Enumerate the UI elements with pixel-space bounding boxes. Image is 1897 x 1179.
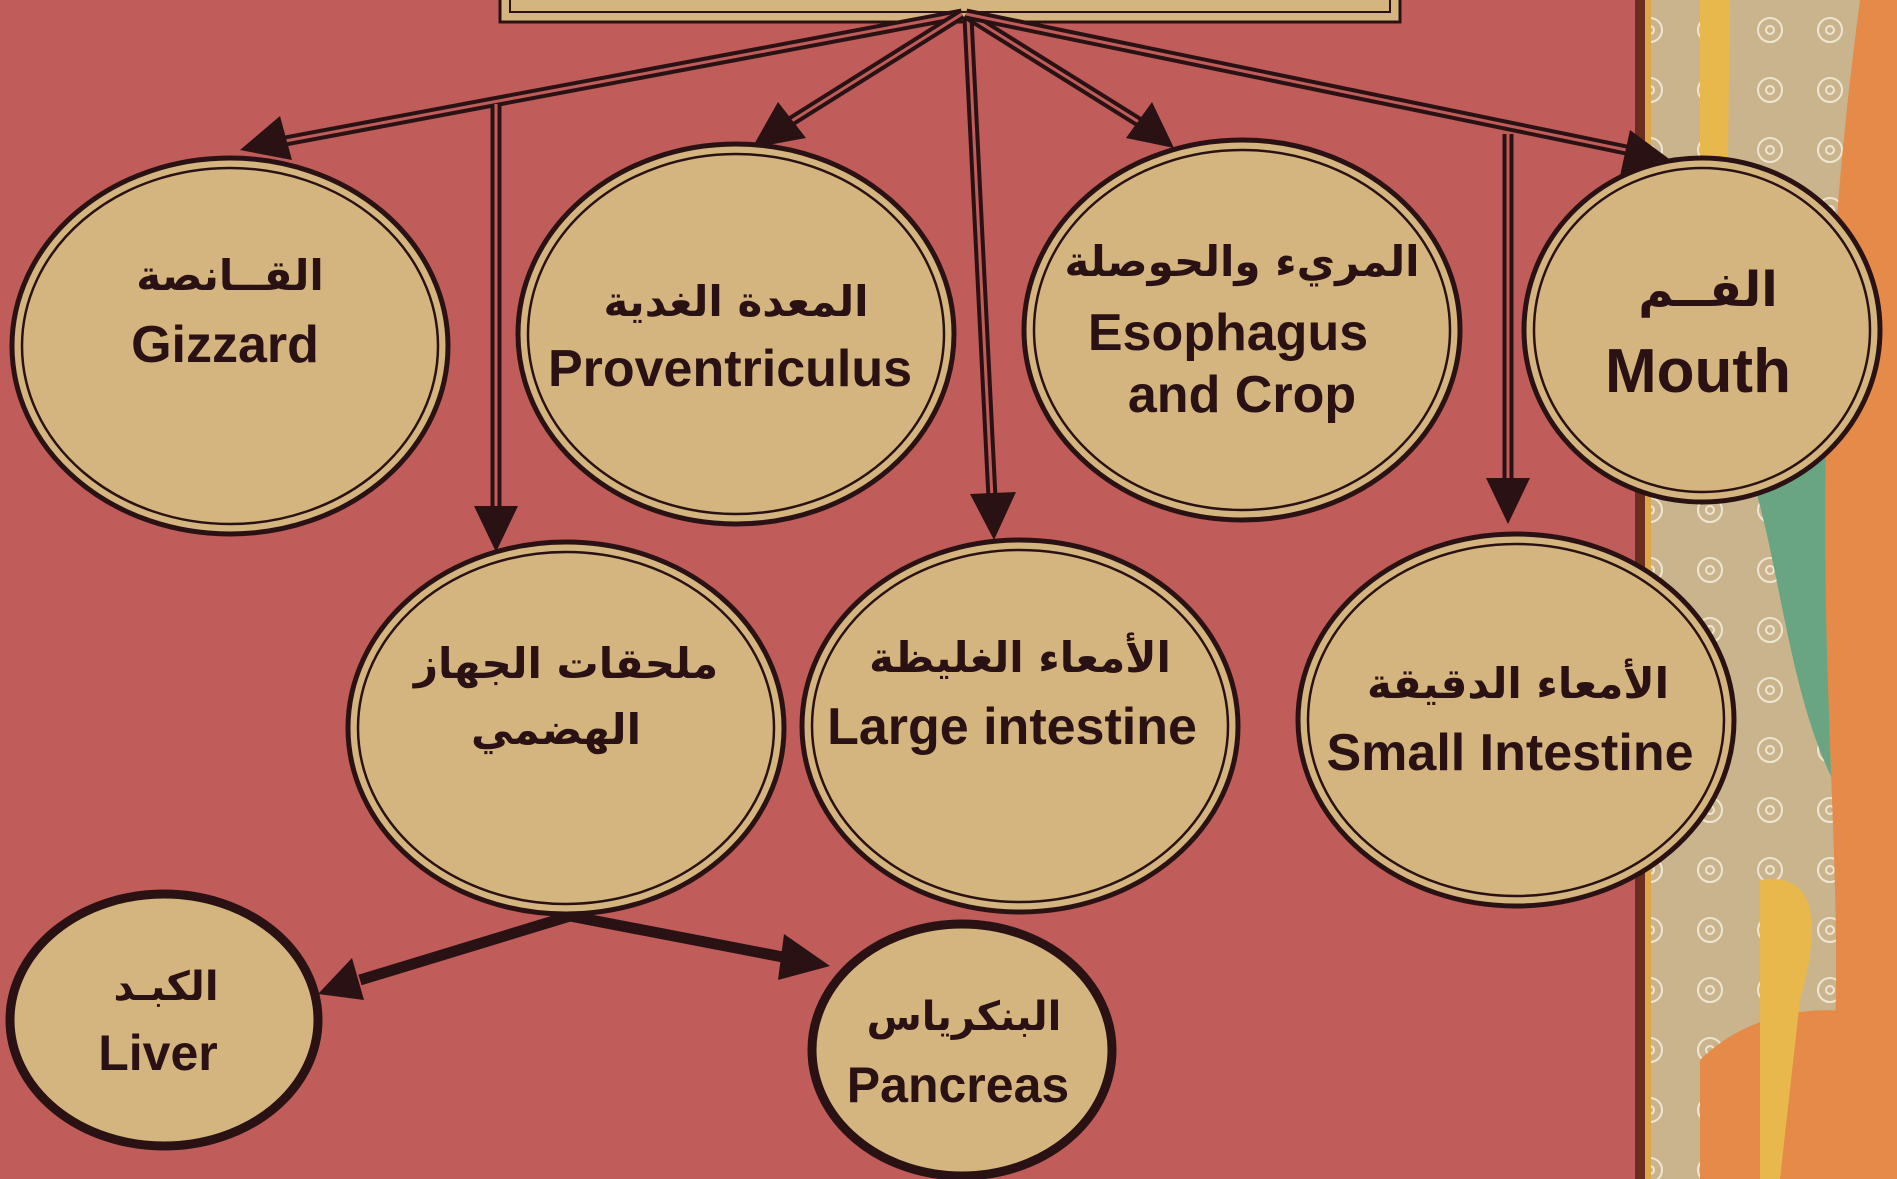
arrow-to-liver: [318, 910, 572, 1000]
arrow-to-gizzard: [240, 8, 964, 160]
liver-arabic-label: الكبـد: [113, 964, 218, 1010]
node-gizzard: القــانصة Gizzard: [9, 155, 451, 537]
accessories-arabic-label-line2: الهضمي: [471, 705, 641, 755]
arrow-to-pancreas: [568, 910, 830, 980]
node-small-intestine: الأمعاء الدقيقة Small Intestine: [1295, 531, 1737, 909]
liver-english-label: Liver: [98, 1025, 218, 1081]
node-digestive-accessories: ملحقات الجهاز الهضمي: [345, 539, 787, 917]
esophagus-english-label-line2: and Crop: [1128, 366, 1356, 424]
arrow-to-esophagus: [963, 9, 1174, 148]
proventriculus-arabic-label: المعدة الغدية: [603, 277, 868, 326]
pancreas-english-label: Pancreas: [847, 1057, 1069, 1113]
node-proventriculus: المعدة الغدية Proventriculus: [515, 141, 957, 527]
proventriculus-english-label: Proventriculus: [548, 340, 912, 398]
node-large-intestine: الأمعاء الغليظة Large intestine: [799, 537, 1241, 915]
arrow-to-small-intestine: [1486, 134, 1530, 524]
node-pancreas: البنكرياس Pancreas: [807, 919, 1117, 1179]
gizzard-arabic-label: القــانصة: [136, 251, 324, 300]
gizzard-english-label: Gizzard: [131, 316, 319, 374]
node-mouth: الفــم Mouth: [1521, 155, 1883, 505]
large-intestine-arabic-label: الأمعاء الغليظة: [869, 632, 1171, 682]
pancreas-arabic-label: البنكرياس: [867, 994, 1062, 1040]
small-intestine-english-label: Small Intestine: [1327, 724, 1694, 782]
mouth-english-label: Mouth: [1605, 337, 1791, 406]
mouth-arabic-label: الفــم: [1638, 262, 1777, 318]
node-liver: الكبـد Liver: [5, 889, 323, 1151]
accessories-arabic-label-line1: ملحقات الجهاز: [412, 639, 718, 689]
esophagus-arabic-label: المريء والحوصلة: [1064, 237, 1419, 287]
node-esophagus: المريء والحوصلة Esophagus and Crop: [1021, 137, 1463, 523]
small-intestine-arabic-label: الأمعاء الدقيقة: [1367, 658, 1669, 708]
arrow-to-proventriculus: [752, 9, 965, 148]
large-intestine-english-label: Large intestine: [827, 698, 1197, 756]
arrow-to-large-intestine: [962, 17, 1016, 540]
esophagus-english-label-line1: Esophagus: [1088, 304, 1368, 362]
arrow-to-accessory: [474, 104, 518, 552]
